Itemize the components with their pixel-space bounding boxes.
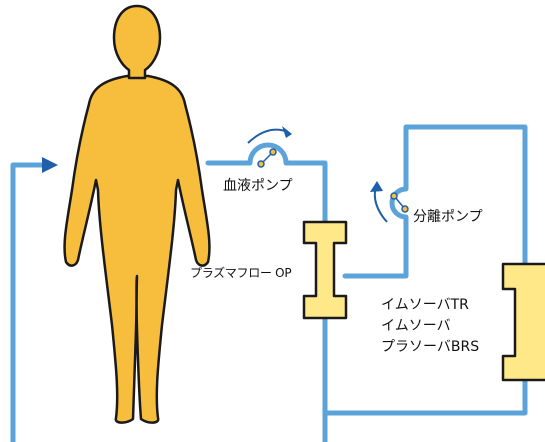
arrow-icon [42, 157, 58, 173]
separation-pump-label: 分離ポンプ [413, 209, 483, 225]
adsorber-column [501, 262, 545, 382]
plasma-filter-label: プラズマフロー OP [190, 266, 292, 280]
rotation-arrow-icon [247, 126, 292, 144]
return-line [10, 162, 48, 442]
pump-icon [257, 148, 277, 168]
pump-icon [390, 192, 409, 213]
plasma-filter-column [302, 220, 348, 320]
human-head [112, 4, 162, 80]
adsorber-label: イムソーバ [381, 318, 451, 334]
adsorber-label: イムソーバTR [381, 297, 469, 313]
tubing [10, 124, 528, 442]
outflow-line [205, 142, 328, 231]
adsorber-return-line [322, 369, 528, 416]
adsorber-labels: イムソーバTR イムソーバ プラソーバBRS [381, 295, 479, 358]
adsorber-label: プラソーバBRS [381, 339, 480, 355]
blood-pump-label: 血液ポンプ [223, 178, 293, 194]
rotation-arrow-icon [370, 181, 388, 223]
human-figure [63, 4, 211, 424]
separation-pump-line [342, 124, 528, 279]
human-body [63, 74, 211, 424]
